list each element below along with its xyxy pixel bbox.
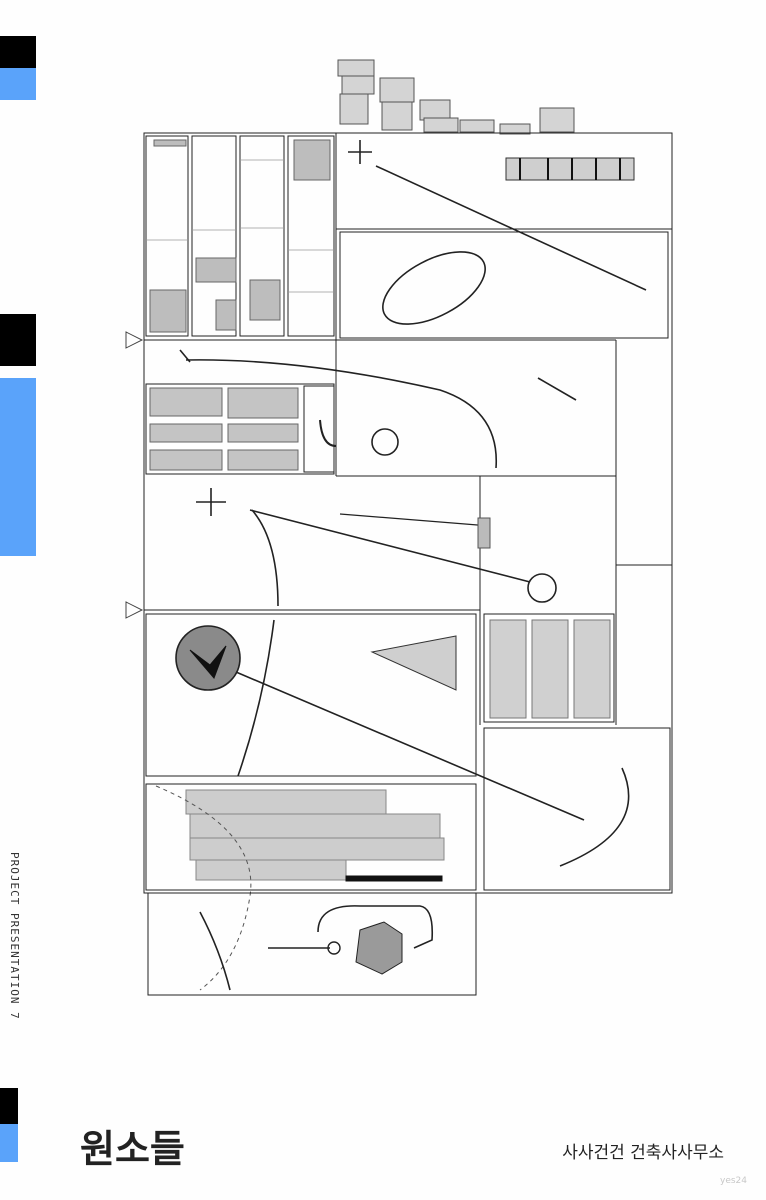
clothes-detail (185, 789, 445, 881)
edge-tab-black-1 (0, 36, 36, 68)
shelf-detail (149, 387, 299, 471)
watermark: yes24 (720, 1176, 748, 1186)
edge-tab-black-3 (0, 1088, 18, 1124)
edge-tab-blue-1 (0, 68, 36, 100)
edge-tab-blue-2 (0, 378, 36, 556)
stacked-objects (337, 59, 575, 135)
side-label: PROJECT PRESENTATION 7 (8, 852, 21, 1020)
edge-tab-blue-3 (0, 1124, 18, 1162)
drawer-detail (489, 619, 611, 719)
book-author: 사사건건 건축사사무소 (562, 1143, 724, 1163)
storage-detail (149, 139, 331, 333)
book-title: 원소들 (80, 1126, 185, 1171)
edge-tab-black-2 (0, 314, 36, 366)
